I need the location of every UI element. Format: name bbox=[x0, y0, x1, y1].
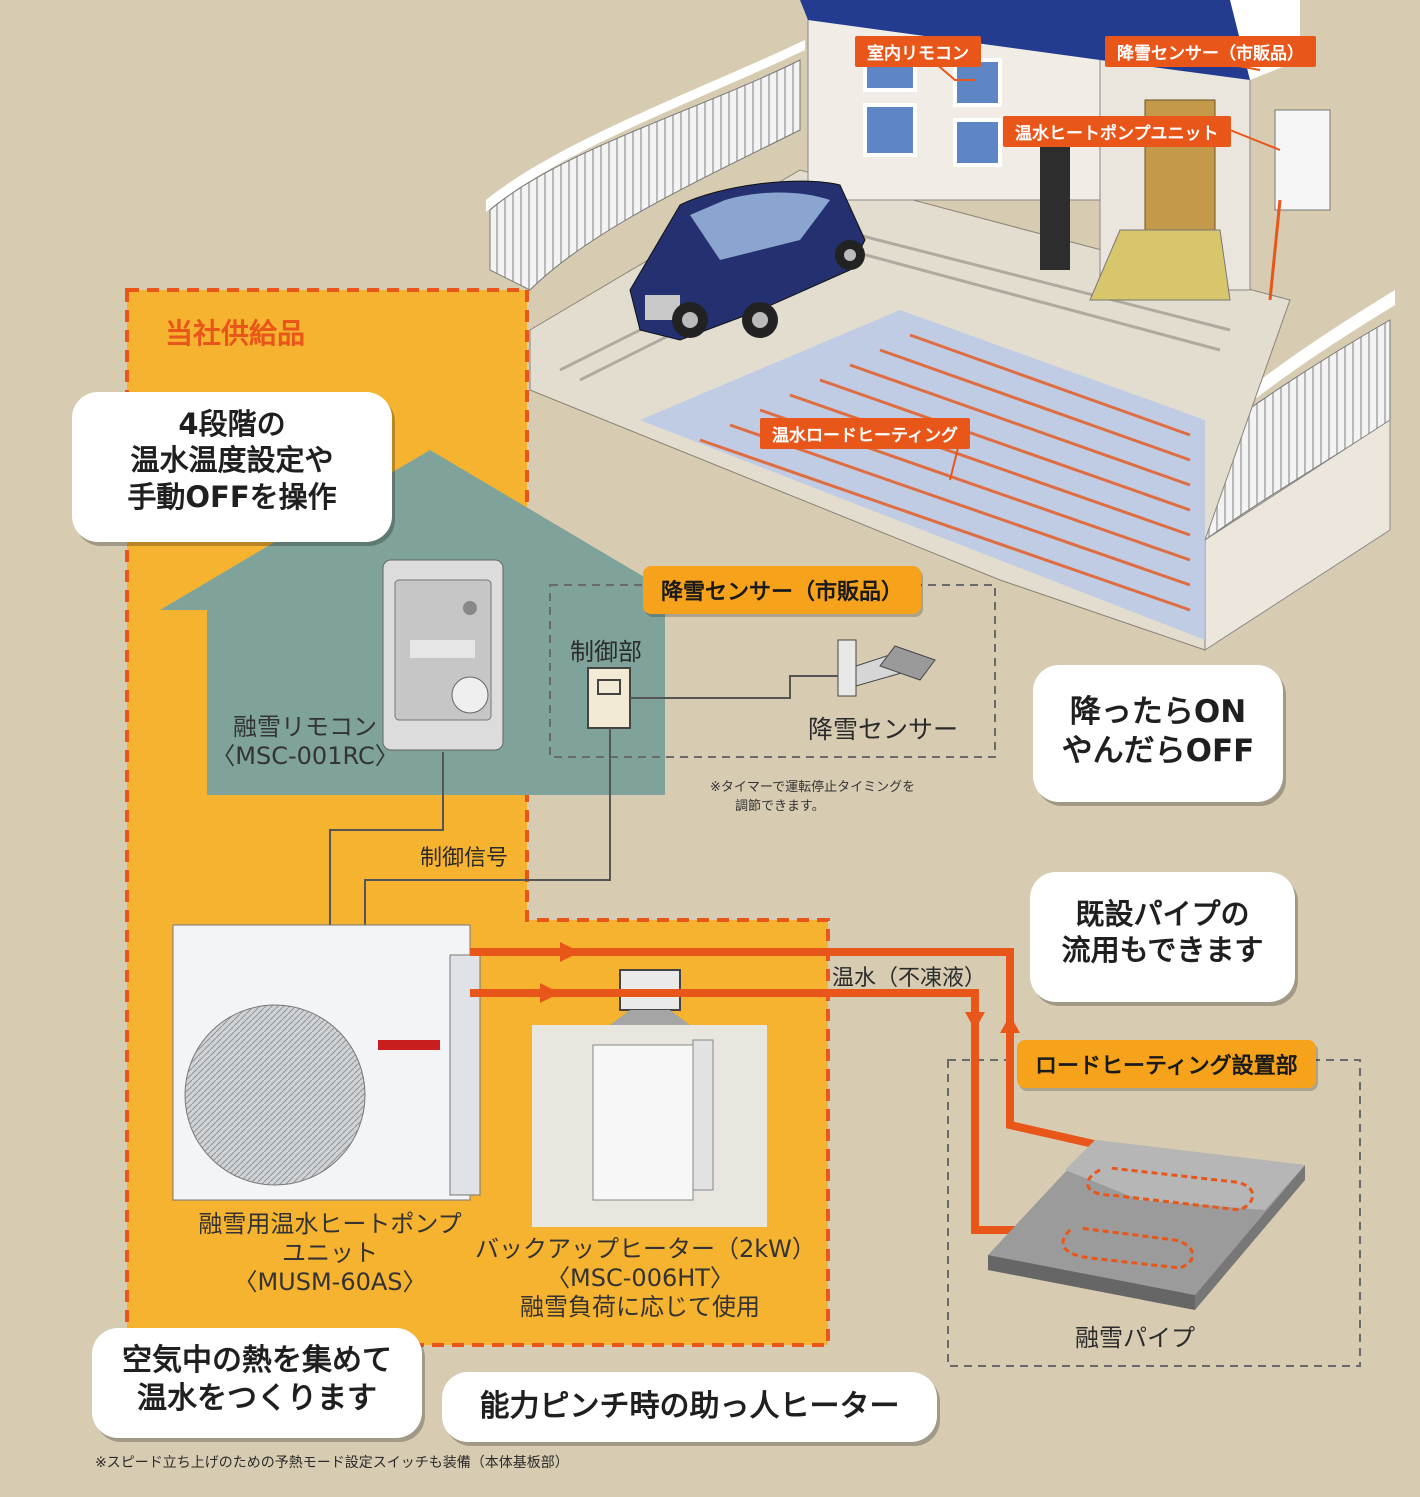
heatpump-label: 融雪用温水ヒートポンプ ユニット 〈MUSM-60AS〉 bbox=[185, 1210, 475, 1296]
heater-usage: 融雪負荷に応じて使用 bbox=[520, 1292, 760, 1321]
backup-heater bbox=[532, 969, 767, 1227]
window bbox=[863, 103, 917, 157]
signal-wires bbox=[329, 675, 838, 925]
sensor-box-title: 降雪センサー（市販品） bbox=[643, 566, 922, 614]
heater-name: バックアップヒーター（2kW） bbox=[475, 1235, 816, 1263]
snow-melt-pipe-loops bbox=[1061, 1166, 1254, 1270]
tag-heatpump-unit: 温水ヒートポンプユニット bbox=[1003, 116, 1231, 147]
bubble-unit: 空気中の熱を集めて 温水をつくります bbox=[92, 1328, 422, 1438]
timer-note-line1: ※タイマーで運転停止タイミングを bbox=[710, 780, 916, 795]
install-box bbox=[947, 1059, 1361, 1367]
bubble-heater: 能力ピンチ時の助っ人ヒーター bbox=[442, 1372, 937, 1442]
control-unit-label: 制御部 bbox=[570, 638, 642, 666]
window bbox=[953, 118, 1002, 167]
bubble-remote-line2: 温水温度設定や bbox=[130, 443, 334, 478]
tag-road-heating: 温水ロードヒーティング bbox=[760, 418, 970, 449]
bubble-unit-line2: 温水をつくります bbox=[137, 1380, 377, 1416]
snow-sensor-label: 降雪センサー bbox=[808, 715, 959, 744]
lattice bbox=[1040, 130, 1070, 270]
right-snow bbox=[1200, 290, 1395, 445]
arrow-left bbox=[560, 942, 580, 962]
bubble-remote-line1: 4段階の bbox=[178, 407, 286, 441]
arrow-down bbox=[965, 1012, 985, 1030]
heatpump-model: 〈MUSM-60AS〉 bbox=[233, 1267, 427, 1296]
bubble-pipe-line1: 既設パイプの bbox=[1075, 897, 1250, 931]
bubble-heater-line1: 能力ピンチ時の助っ人ヒーター bbox=[479, 1389, 900, 1424]
window bbox=[953, 58, 1002, 107]
snowmelt-pipe-label: 融雪パイプ bbox=[1075, 1324, 1195, 1352]
control-signal-label: 制御信号 bbox=[420, 846, 509, 871]
heated-area bbox=[640, 310, 1205, 640]
remote-model: 〈MSC-001RC〉 bbox=[211, 741, 399, 770]
heater-label: バックアップヒーター（2kW） 〈MSC-006HT〉 融雪負荷に応じて使用 bbox=[475, 1235, 816, 1321]
bubble-sensor-line1: 降ったらON bbox=[1069, 694, 1247, 730]
remote-name: 融雪リモコン bbox=[233, 713, 377, 741]
footnote: ※スピード立ち上げのための予熱モード設定スイッチも装備（本体基板部） bbox=[95, 1455, 569, 1471]
snow-melt-pad bbox=[988, 1140, 1305, 1310]
arrow-right bbox=[540, 983, 560, 1003]
tag-indoor-remote: 室内リモコン bbox=[855, 36, 981, 67]
snow-sensor-icon bbox=[837, 639, 936, 697]
unit-pipe bbox=[1268, 199, 1282, 301]
car bbox=[629, 180, 866, 341]
bubble-pipe-line2: 流用もできます bbox=[1061, 933, 1264, 968]
installation-box-title: ロードヒーティング設置部 bbox=[1017, 1040, 1316, 1088]
bubble-remote-line3: 手動OFFを操作 bbox=[127, 479, 337, 514]
timer-note-line2: 調節できます。 bbox=[735, 799, 825, 814]
bubble-sensor: 降ったらON やんだらOFF bbox=[1033, 665, 1283, 802]
heatpump-name-line1: 融雪用温水ヒートポンプ bbox=[198, 1210, 462, 1238]
remote-label: 融雪リモコン 〈MSC-001RC〉 bbox=[210, 713, 400, 771]
sensor-box bbox=[549, 584, 996, 758]
entrance-steps bbox=[1089, 229, 1231, 301]
left-fence bbox=[489, 59, 801, 291]
heat-pump-unit-icon bbox=[1274, 109, 1331, 211]
remote-device bbox=[382, 559, 504, 751]
control-unit-icon bbox=[587, 667, 631, 729]
heat-pump-outdoor-unit bbox=[172, 924, 481, 1201]
bubble-sensor-line2: やんだらOFF bbox=[1061, 732, 1255, 769]
tag-snow-sensor: 降雪センサー（市販品） bbox=[1105, 36, 1316, 67]
house-scene bbox=[486, 0, 1395, 651]
left-snow bbox=[486, 40, 805, 212]
heatpump-name-line2: ユニット bbox=[282, 1238, 378, 1267]
heater-model: 〈MSC-006HT〉 bbox=[546, 1263, 734, 1292]
bubble-unit-line1: 空気中の熱を集めて bbox=[122, 1343, 392, 1378]
supplied-zone-heading: 当社供給品 bbox=[165, 317, 306, 350]
hot-water-label: 温水（不凍液） bbox=[832, 966, 987, 991]
arrow-up bbox=[1000, 1015, 1020, 1033]
bubble-remote: 4段階の 温水温度設定や 手動OFFを操作 bbox=[72, 392, 392, 542]
bubble-pipe: 既設パイプの 流用もできます bbox=[1030, 872, 1295, 1002]
